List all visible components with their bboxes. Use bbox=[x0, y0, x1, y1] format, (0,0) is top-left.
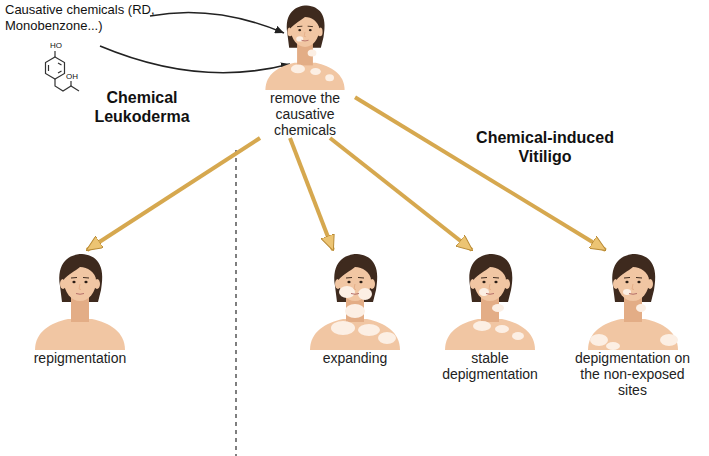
outcome-label: depigmentation on the non-exposed sites bbox=[565, 350, 700, 398]
eye bbox=[347, 281, 350, 283]
eyebrows bbox=[71, 277, 89, 279]
person-figure bbox=[588, 254, 678, 350]
ring-double-bonds bbox=[49, 63, 62, 73]
eye bbox=[72, 281, 75, 283]
eyebrows bbox=[297, 26, 313, 27]
hair-front bbox=[338, 257, 373, 280]
person-figure bbox=[305, 250, 405, 350]
mouth bbox=[301, 40, 308, 42]
depigmented-patch bbox=[492, 304, 504, 312]
nose bbox=[632, 284, 634, 290]
outcome-arrow bbox=[87, 138, 260, 250]
body bbox=[310, 319, 400, 350]
person-figure bbox=[583, 250, 683, 350]
exposure-arrow bbox=[150, 12, 284, 33]
depigmented-patch bbox=[606, 342, 620, 350]
outcome-person: stable depigmentation bbox=[430, 250, 550, 382]
chemical-structure bbox=[46, 51, 80, 91]
hair-front bbox=[63, 257, 98, 280]
bond bbox=[54, 51, 55, 57]
bond bbox=[70, 81, 71, 86]
hair-back bbox=[59, 254, 102, 302]
eyebrows bbox=[346, 277, 364, 279]
mouth bbox=[629, 293, 637, 295]
depigmented-patch bbox=[495, 325, 509, 333]
eye bbox=[309, 29, 312, 31]
depigmented-patch bbox=[378, 332, 396, 344]
chemical-group: OH bbox=[64, 72, 80, 82]
body bbox=[35, 319, 125, 350]
outcome-person: expanding bbox=[300, 250, 410, 366]
eye bbox=[625, 281, 628, 283]
depigmented-patch bbox=[339, 286, 355, 298]
category-heading: Chemical Leukoderma bbox=[92, 88, 192, 126]
mouth bbox=[351, 293, 359, 295]
category-heading: Chemical-induced Vitiligo bbox=[470, 128, 620, 166]
outcome-arrow bbox=[355, 97, 606, 250]
outcome-label: remove the causative chemicals bbox=[255, 90, 355, 138]
nose bbox=[79, 284, 81, 290]
eye bbox=[84, 281, 87, 283]
depigmented-patch bbox=[291, 64, 305, 73]
callout-text: Causative chemicals (RD, Monobenzone...) bbox=[5, 2, 175, 34]
exposure-arrow bbox=[100, 46, 290, 73]
person-figure bbox=[265, 6, 344, 90]
outcome-person: depigmentation on the non-exposed sites bbox=[565, 250, 700, 398]
hair-front bbox=[473, 257, 508, 280]
depigmented-patch bbox=[308, 50, 317, 57]
outcome-person: repigmentation bbox=[10, 250, 150, 366]
nose bbox=[304, 32, 306, 37]
hair-front bbox=[290, 8, 321, 28]
nose bbox=[354, 284, 356, 290]
person-figure bbox=[310, 254, 400, 350]
exposed-person: remove the causative chemicals bbox=[255, 2, 355, 138]
depigmented-patch bbox=[479, 288, 489, 296]
person-figure bbox=[30, 250, 130, 350]
hair-front bbox=[615, 257, 650, 280]
hair-back bbox=[612, 254, 655, 302]
depigmented-patch bbox=[345, 304, 365, 318]
mouth bbox=[486, 293, 494, 295]
outcome-label: expanding bbox=[300, 350, 410, 366]
depigmented-patch bbox=[325, 74, 334, 81]
eyebrows bbox=[624, 277, 642, 279]
depigmented-patch bbox=[636, 304, 646, 312]
eye bbox=[482, 281, 485, 283]
benzene-ring bbox=[46, 57, 65, 79]
divider-line bbox=[235, 150, 237, 456]
mouth bbox=[76, 293, 84, 295]
person-figure bbox=[445, 254, 535, 350]
outcome-label: repigmentation bbox=[10, 350, 150, 366]
depigmented-patch bbox=[660, 334, 678, 346]
outcome-arrow bbox=[290, 138, 333, 250]
person-figure bbox=[440, 250, 540, 350]
nose bbox=[489, 284, 491, 290]
body bbox=[445, 319, 535, 350]
eye bbox=[494, 281, 497, 283]
depigmented-patch bbox=[590, 334, 608, 346]
eye bbox=[637, 281, 640, 283]
hair-back bbox=[469, 254, 512, 302]
eye bbox=[298, 29, 301, 31]
depigmented-patch bbox=[358, 324, 380, 336]
outcome-label: stable depigmentation bbox=[430, 350, 550, 382]
hair-back bbox=[287, 6, 325, 48]
eyebrows bbox=[481, 277, 499, 279]
depigmented-patch bbox=[331, 321, 355, 335]
depigmented-patch bbox=[512, 332, 524, 340]
depigmented-patch bbox=[358, 288, 372, 300]
person-figure bbox=[35, 254, 125, 350]
eye bbox=[359, 281, 362, 283]
body bbox=[588, 319, 678, 350]
body bbox=[265, 63, 344, 90]
hair-back bbox=[334, 254, 377, 302]
depigmented-patch bbox=[310, 68, 321, 75]
depigmented-patch bbox=[473, 321, 491, 331]
chemical-group: HO bbox=[48, 41, 64, 51]
person-figure bbox=[255, 2, 355, 90]
